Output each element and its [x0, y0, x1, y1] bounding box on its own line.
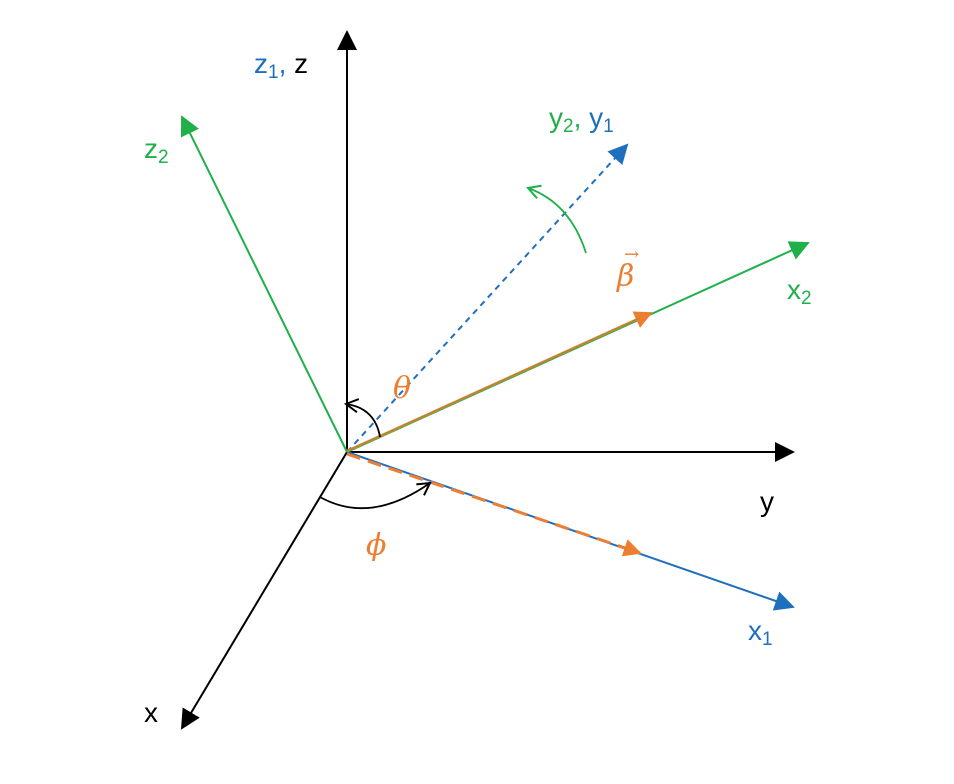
x2-main-text: x — [787, 274, 801, 305]
beta-vector-overlay — [346, 317, 641, 452]
x-label: x — [144, 699, 158, 727]
x1-sub-text: 1 — [762, 629, 773, 650]
z2-main-text: z — [144, 133, 158, 164]
x-text: x — [144, 697, 158, 728]
x-axis — [180, 451, 348, 730]
y1-sub-text: 1 — [603, 116, 614, 137]
rotation-arc-icon — [526, 184, 587, 254]
phi-symbol: ϕ — [366, 528, 387, 563]
phi-arc-icon — [319, 481, 432, 510]
x2-sub-text: 2 — [801, 288, 812, 309]
beta-projection — [346, 452, 642, 557]
z1-z-label: z1, z — [254, 48, 309, 83]
z1-sub-text: 1 — [268, 62, 279, 83]
z2-sub-text: 2 — [158, 147, 169, 168]
z-text: z — [294, 48, 309, 79]
z2-label: z2 — [144, 133, 169, 168]
beta-arrow-icon: → — [624, 244, 640, 265]
y2-sub-text: 2 — [563, 116, 574, 137]
theta-symbol: θ — [393, 371, 412, 406]
z1-sep-text: , — [278, 48, 295, 79]
z2-axis — [180, 115, 348, 453]
y2-sep-text: , — [573, 102, 590, 133]
y2-main-text: y — [549, 102, 563, 133]
y1-main-text: y — [589, 102, 604, 133]
x1-main-text: x — [748, 615, 762, 646]
theta-arc-icon — [343, 398, 381, 438]
x1-label: x1 — [748, 615, 773, 650]
y1-y2-axis — [346, 143, 629, 453]
beta-symbol: β — [617, 259, 635, 294]
x2-label: x2 — [787, 274, 812, 309]
y2-y1-label: y2, y1 — [549, 102, 614, 137]
y-text: y — [760, 486, 774, 517]
z1-main-text: z — [254, 48, 268, 79]
y-label: y — [760, 488, 774, 516]
